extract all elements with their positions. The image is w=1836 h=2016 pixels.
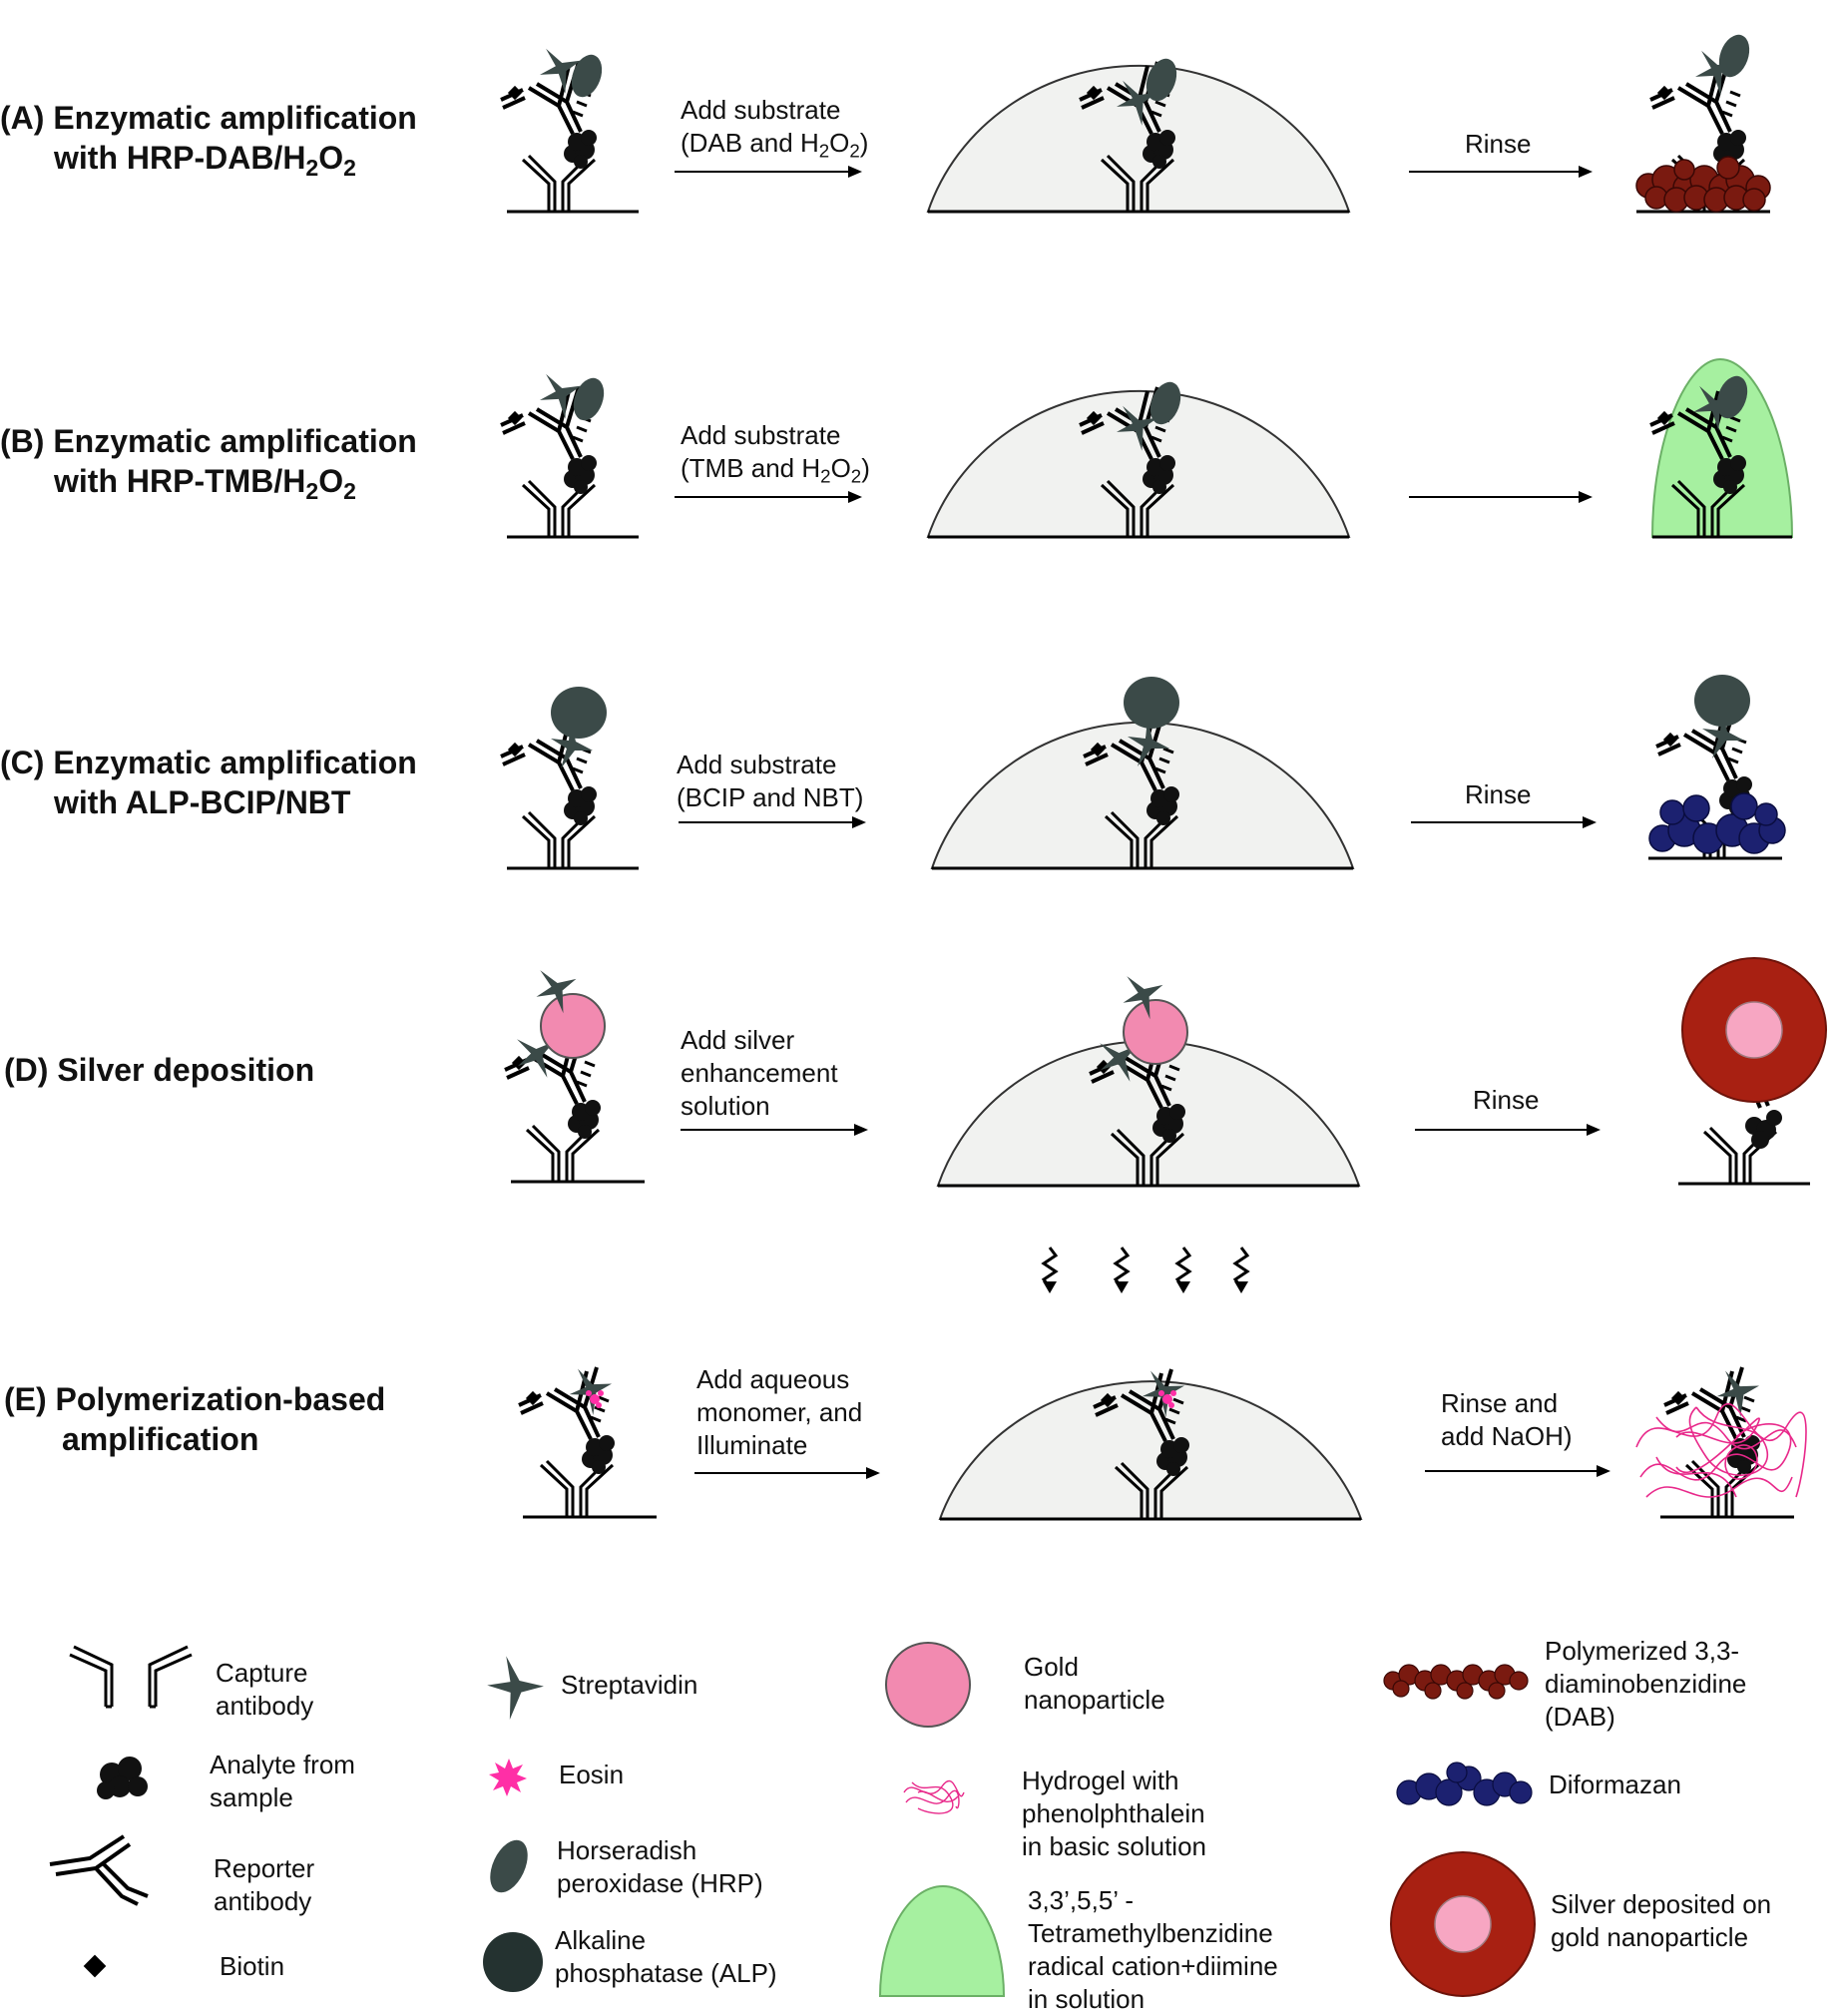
row-d-step1: Add silver enhancement solution (681, 1025, 838, 1121)
row-c-step1: Add substrate (BCIP and NBT) (677, 750, 864, 812)
reporter-antibody-icon (49, 1834, 149, 1906)
row-c-graphics (499, 675, 1786, 870)
legend-icons (49, 1642, 1536, 1997)
analyte-icon (97, 1757, 148, 1799)
row-d-graphics (503, 955, 1827, 1188)
legend-diformazan: Diformazan (1549, 1769, 1681, 1799)
row-c-label: (C) Enzymatic amplification with ALP-BCI… (0, 745, 417, 820)
row-a-label: (A) Enzymatic amplification with HRP-DAB… (0, 100, 417, 181)
legend-dab: Polymerized 3,3-diaminobenzidine(DAB) (1545, 1636, 1747, 1732)
eosin-icon (489, 1759, 527, 1796)
legend-biotin: Biotin (220, 1951, 285, 1981)
row-a-step1: Add substrate (DAB and H2O2) (681, 95, 869, 162)
legend-streptavidin: Streptavidin (561, 1670, 698, 1700)
hydrogel-network (1635, 1402, 1807, 1498)
diformazan-deposit (1648, 792, 1786, 854)
row-d-step2: Rinse (1473, 1085, 1540, 1115)
tmb-icon (878, 1884, 1006, 1997)
row-c-step2: Rinse (1465, 779, 1532, 809)
dab-deposit (1635, 156, 1771, 213)
row-e-graphics (517, 1246, 1807, 1521)
diformazan-icon (1396, 1762, 1533, 1806)
hrp-icon (490, 1839, 528, 1893)
row-a-graphics (499, 30, 1771, 214)
legend-eosin: Eosin (559, 1760, 625, 1789)
dab-icon (1383, 1664, 1529, 1700)
row-b-label: (B) Enzymatic amplification with HRP-TMB… (0, 423, 417, 504)
biotin-icon (83, 1954, 107, 1978)
row-d-label: (D) Silver deposition (4, 1052, 315, 1088)
gold-icon (885, 1642, 971, 1728)
row-e-label: (E) Polymerization-based amplification (4, 1381, 386, 1457)
alp-icon (483, 1932, 543, 1992)
hydrogel-icon (903, 1779, 965, 1814)
capture-antibody-icon (69, 1645, 193, 1709)
row-e-step2: Rinse and add NaOH) (1441, 1388, 1573, 1451)
row-e-step1: Add aqueous monomer, and Illuminate (696, 1364, 863, 1460)
dome-b (926, 389, 1351, 538)
row-a-step2: Rinse (1465, 129, 1532, 159)
streptavidin-icon (481, 1648, 551, 1724)
tmb-solution (1650, 357, 1794, 538)
dome-a (926, 64, 1351, 213)
row-b-step1: Add substrate (TMB and H2O2) (681, 420, 870, 487)
row-b-graphics (499, 357, 1794, 539)
